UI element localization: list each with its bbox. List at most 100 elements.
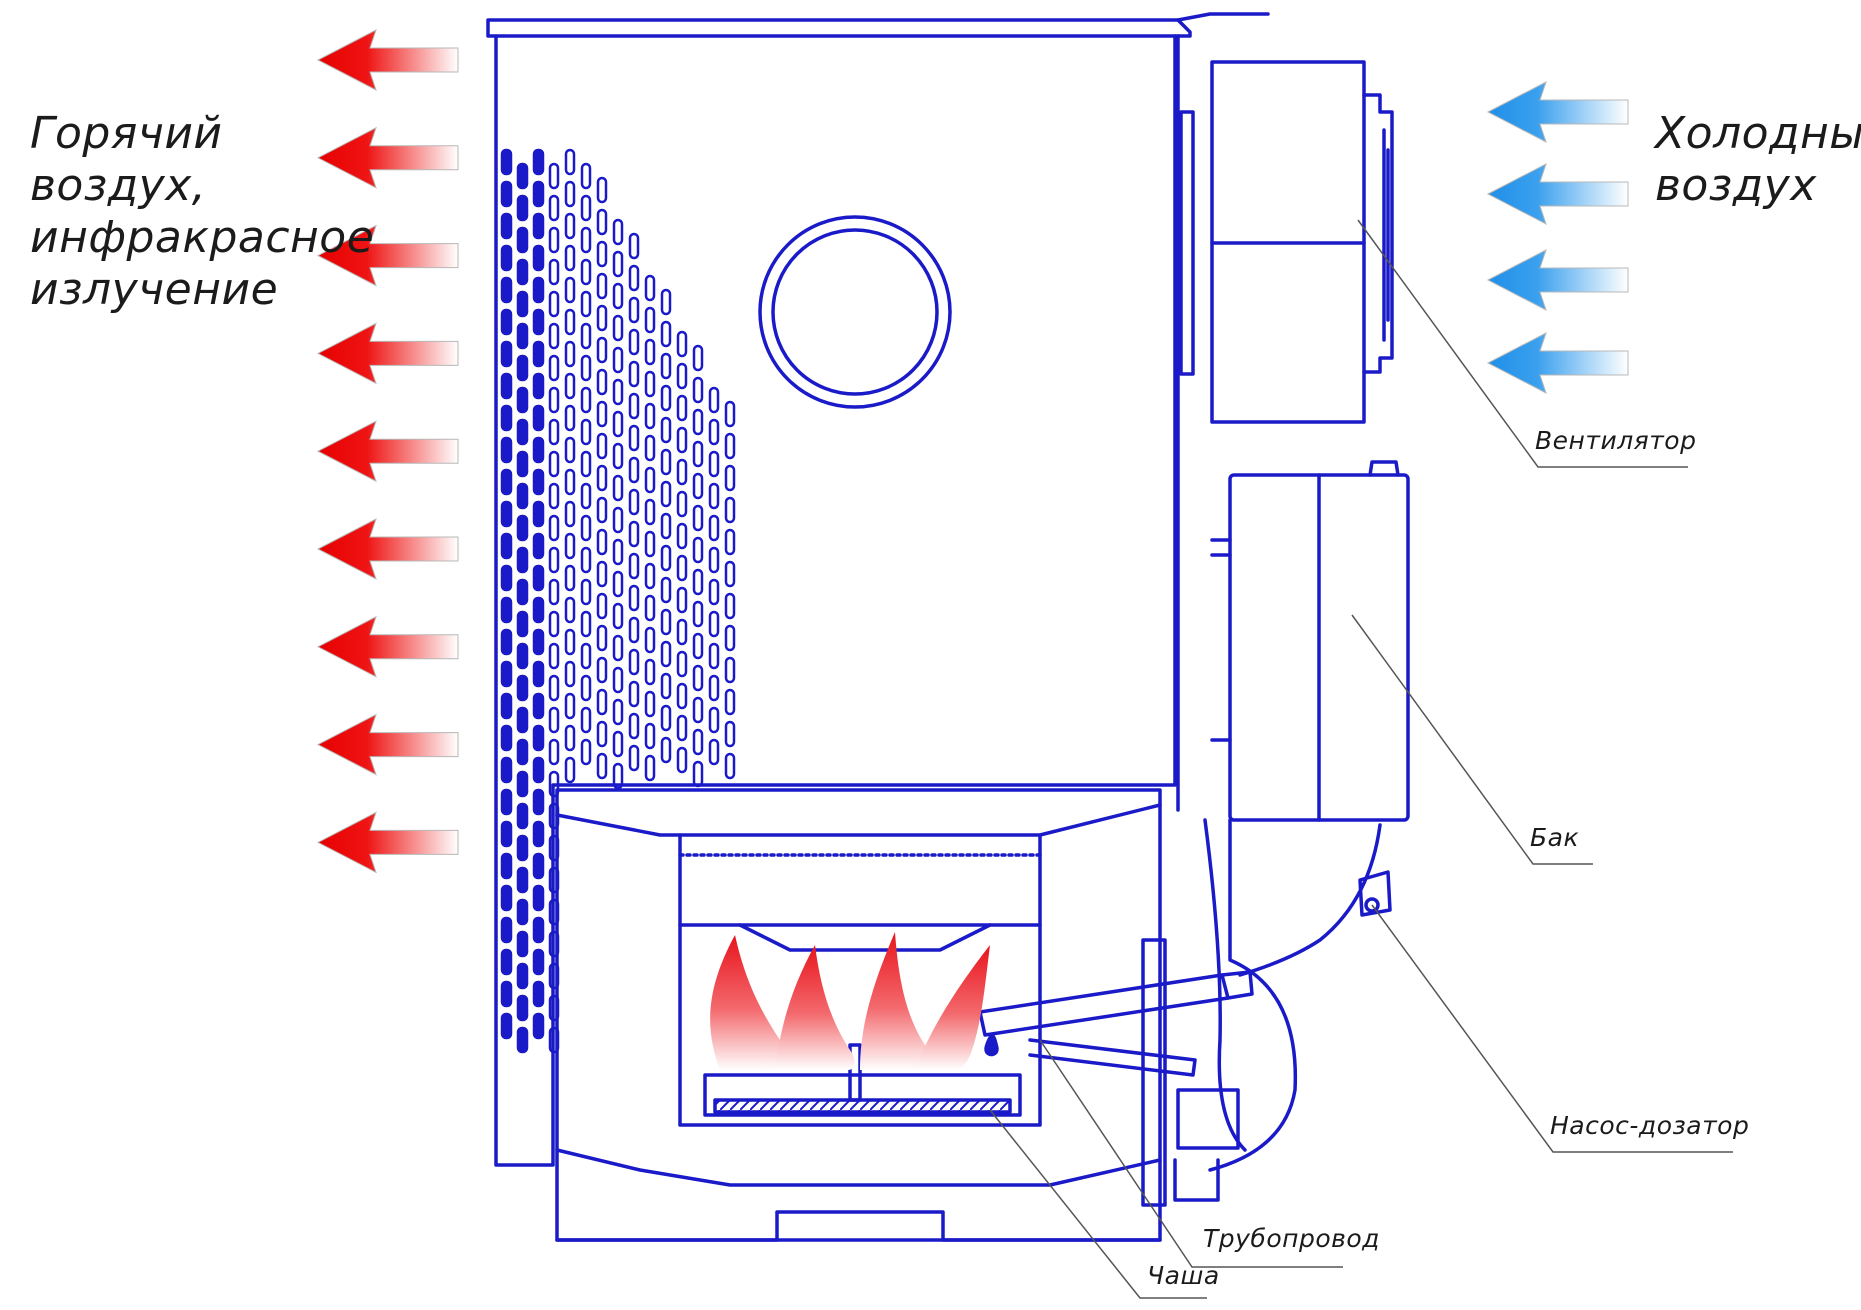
perforation-slot <box>532 916 545 944</box>
perforation-slot <box>692 344 704 372</box>
perforation-slot <box>644 370 656 398</box>
perforation-slot <box>548 514 560 542</box>
bowl-post <box>848 1043 862 1102</box>
perforation-slot <box>500 820 513 848</box>
perforation-slot <box>516 994 529 1022</box>
perforation-slot <box>500 948 513 976</box>
perforation-slot <box>708 674 720 702</box>
perforation-slot <box>580 450 592 478</box>
perforation-slot <box>628 488 640 516</box>
perforation-slot <box>692 760 704 788</box>
perforation-slot <box>692 472 704 500</box>
perforation-slot <box>708 546 720 574</box>
perforation-slot <box>676 426 688 454</box>
perforation-slot <box>644 274 656 302</box>
perforation-slot <box>532 340 545 368</box>
perforation-slot <box>500 564 513 592</box>
perforation-slot <box>516 770 529 798</box>
perforation-slot <box>612 474 624 502</box>
perforation-slot <box>532 180 545 208</box>
perforation-slot <box>692 600 704 628</box>
perforation-slot <box>564 372 576 400</box>
perforation-slot <box>596 336 608 364</box>
cold-air-caption: Холодный воздух <box>1655 108 1861 212</box>
perforation-slot <box>660 448 672 476</box>
perforation-slot <box>596 528 608 556</box>
perforation-slot <box>564 660 576 688</box>
perforation-slot <box>628 264 640 292</box>
perforation-slot <box>548 386 560 414</box>
perforation-slot <box>580 642 592 670</box>
cold-air-arrow <box>1486 80 1629 144</box>
perforation-slot <box>676 650 688 678</box>
tank-bracket <box>1210 538 1232 742</box>
perforation-slot <box>628 616 640 644</box>
chamber-top-hood <box>555 803 1162 837</box>
perforation-slot <box>516 738 529 766</box>
cold-air-arrows <box>1486 80 1629 395</box>
viewing-window-outer <box>758 215 952 409</box>
pump-label: Насос-дозатор <box>1550 1111 1750 1140</box>
perforation-slot <box>676 682 688 710</box>
perforation-slot <box>564 596 576 624</box>
perforation-slot <box>548 418 560 446</box>
perforation-slot <box>516 1026 529 1054</box>
burner-flames <box>710 932 999 1070</box>
bowl <box>703 1073 1022 1117</box>
perforation-slot <box>708 738 720 766</box>
perforation-slot <box>708 642 720 670</box>
perforation-slot <box>532 1012 545 1040</box>
perforation-slot <box>500 148 513 176</box>
perforation-slot <box>708 578 720 606</box>
lid-edge <box>1176 12 1270 22</box>
perforation-slot <box>724 720 736 748</box>
perforation-slot <box>548 674 560 702</box>
perforation-slot <box>596 464 608 492</box>
perforation-slot <box>500 404 513 432</box>
perforation-slot <box>596 656 608 684</box>
perforation-slot <box>596 272 608 300</box>
perforation-slot <box>532 468 545 496</box>
pipeline-label: Трубопровод <box>1203 1224 1380 1253</box>
leader-pump <box>1371 904 1733 1153</box>
perforation-slot <box>692 632 704 660</box>
perforation-slot <box>660 288 672 316</box>
perforation-slot <box>564 340 576 368</box>
perforation-slot <box>500 724 513 752</box>
perforation-slot <box>500 692 513 720</box>
perforation-slot <box>516 482 529 510</box>
perforation-slot <box>516 898 529 926</box>
perforation-slot <box>516 834 529 862</box>
perforation-slot <box>596 688 608 716</box>
perforation-slot <box>548 162 560 190</box>
perforation-slot <box>580 354 592 382</box>
perforation-slot <box>564 468 576 496</box>
hot-air-arrow <box>316 811 459 874</box>
perforation-slot <box>564 564 576 592</box>
fuel-pipe <box>978 973 1230 1037</box>
fuel-drop <box>984 1033 999 1057</box>
perforation-slot <box>548 578 560 606</box>
perforation-slot <box>660 736 672 764</box>
perforation-slot <box>548 194 560 222</box>
perforation-slot <box>708 610 720 638</box>
perforation-slot <box>692 440 704 468</box>
perforation-slot <box>564 500 576 528</box>
perforation-slot <box>676 618 688 646</box>
perforation-slot <box>516 802 529 830</box>
perforation-slot <box>516 450 529 478</box>
perforation-slot <box>580 674 592 702</box>
perforation-slot <box>628 456 640 484</box>
perforation-slot <box>500 532 513 560</box>
leader-bowl <box>989 1109 1207 1299</box>
perforation-slot <box>724 528 736 556</box>
perforation-slot <box>612 250 624 278</box>
perforation-slot <box>612 282 624 310</box>
perforation-slot <box>516 642 529 670</box>
perforation-slot <box>516 706 529 734</box>
flame-1 <box>710 935 793 1070</box>
perforation-slot <box>580 706 592 734</box>
perforation-slot <box>660 416 672 444</box>
perforation-slot <box>612 442 624 470</box>
